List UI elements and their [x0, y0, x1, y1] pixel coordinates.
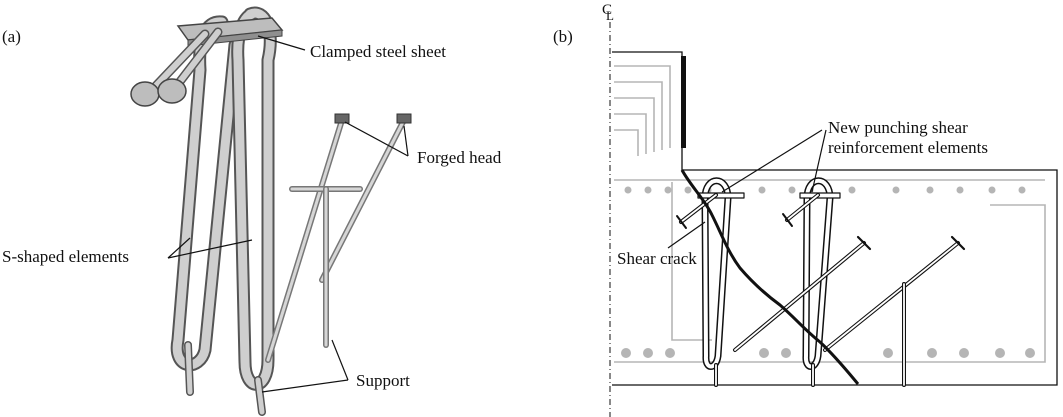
- s-shaped-element-right: [231, 6, 277, 416]
- label-forged-head: Forged head: [417, 148, 502, 167]
- column-reinforcement: [614, 65, 671, 156]
- centerline-c: C: [602, 2, 612, 18]
- panel-a-letter: (a): [2, 27, 21, 46]
- ladder-element: [265, 113, 412, 363]
- label-support: Support: [356, 371, 410, 390]
- label-new-reinforcement-line1: New punching shear: [828, 118, 968, 137]
- label-clamped-steel-sheet: Clamped steel sheet: [310, 42, 446, 61]
- panel-b: (b) C L: [553, 2, 1058, 417]
- shear-crack: [680, 169, 860, 385]
- panel-a: (a): [2, 6, 502, 416]
- label-new-reinforcement-line2: reinforcement elements: [828, 138, 988, 157]
- column-steel-sheet: [681, 56, 686, 148]
- slab-reinforcement: [614, 179, 1046, 363]
- leader-lines-a: [167, 35, 409, 393]
- label-shear-crack: Shear crack: [617, 249, 697, 268]
- headed-bars: [130, 27, 223, 107]
- inclined-headed-bars: [733, 235, 966, 387]
- leader-lines-b: [667, 129, 827, 249]
- label-s-shaped-elements: S-shaped elements: [2, 247, 129, 266]
- slab-outline: [612, 51, 1058, 386]
- bottom-rebar-dots: [621, 348, 1035, 358]
- panel-b-letter: (b): [553, 27, 573, 46]
- new-reinforcement-element-1: [676, 177, 745, 387]
- centerline-l: L: [606, 8, 614, 23]
